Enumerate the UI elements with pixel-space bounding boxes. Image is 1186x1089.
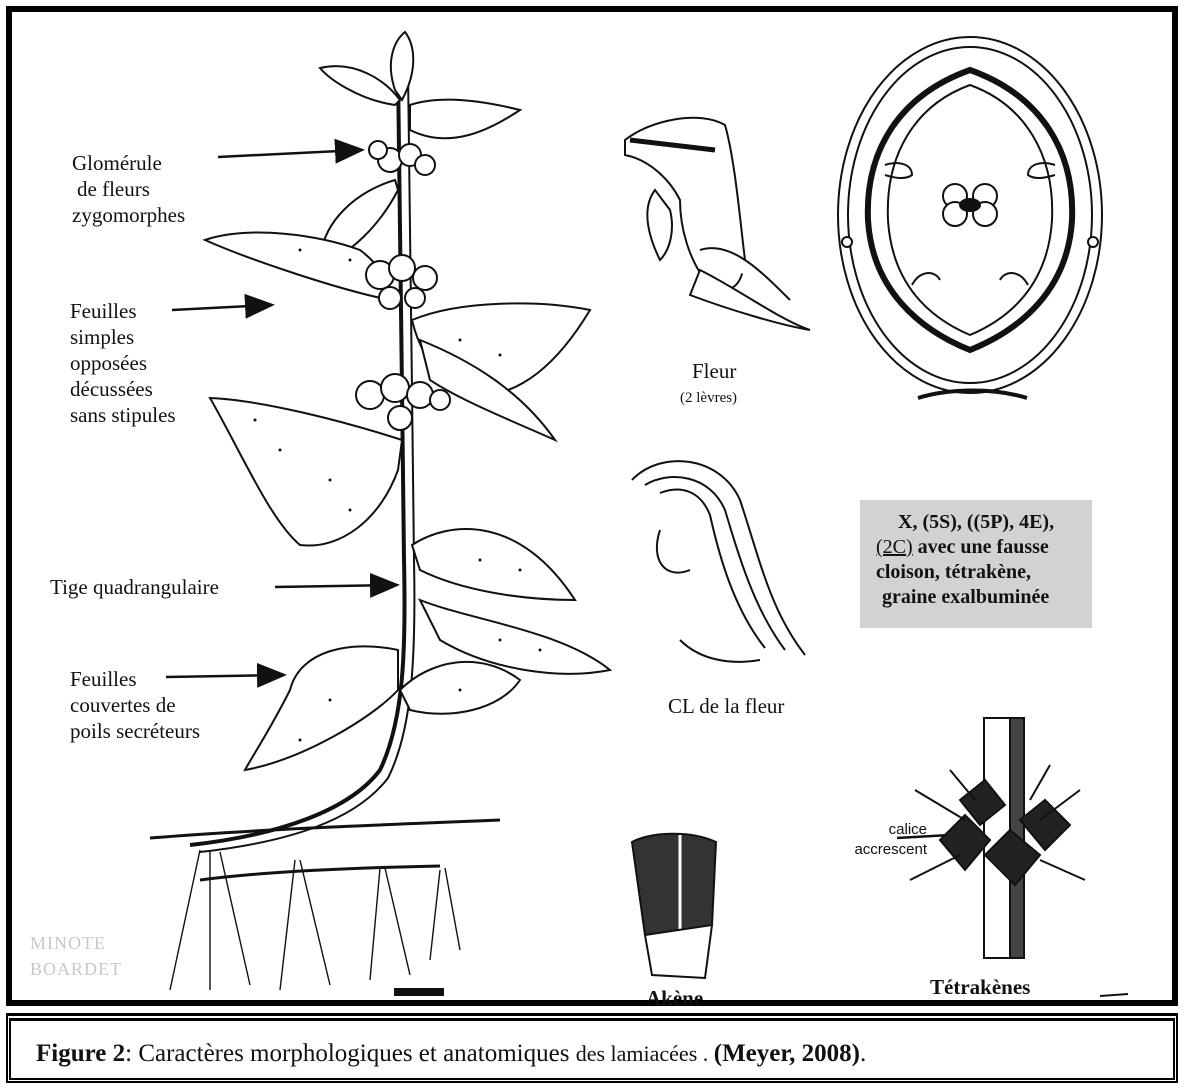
floral-formula: X, (5S), ((5P), 4E), (2C) avec une fauss… (860, 500, 1092, 628)
fleur-sub-label: (2 lèvres) (680, 385, 737, 411)
figure-caption: Figure 2: Caractères morphologiques et a… (36, 1040, 866, 1068)
flower-section-drawing (632, 461, 805, 662)
tetrakene-drawing (910, 718, 1085, 958)
fleur-label: Fleur (692, 358, 736, 384)
plant-drawing (150, 32, 610, 995)
formula-line-3: cloison, tétrakène, (876, 560, 1082, 585)
cl-fleur-label: CL de la fleur (668, 693, 784, 719)
watermark: MINOTE BOARDET (30, 930, 122, 982)
tige-label: Tige quadrangulaire (50, 574, 219, 600)
tetrakenes-label: Tétrakènes (930, 974, 1030, 1000)
feuilles-poils-label: Feuilles couvertes de poils secréteurs (70, 666, 200, 744)
flower-drawing (625, 118, 810, 330)
feuilles-simples-label: Feuilles simples opposées décussées sans… (70, 298, 176, 428)
formula-line-4: graine exalbuminée (876, 585, 1082, 610)
calice-label: calice accrescent (845, 820, 927, 860)
akene-label: Akène (646, 985, 703, 1005)
formula-line-2: (2C) avec une fausse (876, 535, 1082, 560)
achene-drawing (632, 834, 716, 978)
glomerule-label: Glomérule de fleurs zygomorphes (72, 150, 185, 228)
floral-diagram (838, 37, 1102, 398)
formula-line-1: X, (5S), ((5P), 4E), (876, 510, 1082, 535)
